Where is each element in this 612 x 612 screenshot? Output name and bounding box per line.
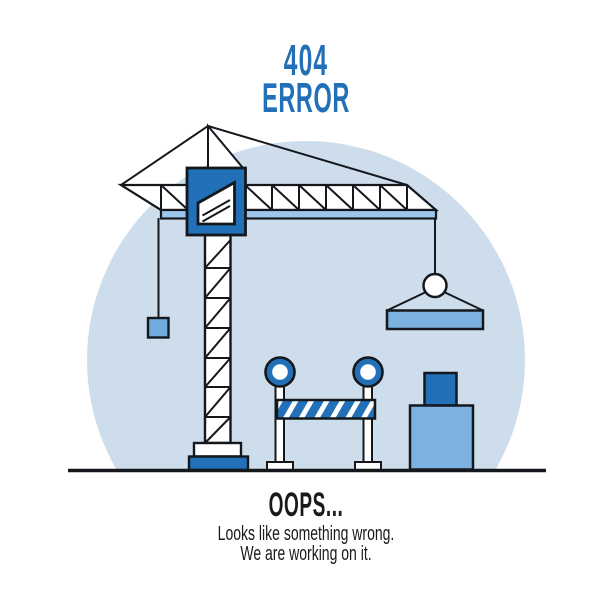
counterweight — [146, 218, 170, 339]
lifted-slab — [385, 309, 485, 331]
barrier-post-left — [274, 385, 285, 463]
hook-pulley — [422, 272, 448, 299]
error-label: ERROR — [262, 74, 350, 121]
crate-small — [423, 371, 458, 407]
oops-title: OOPS... — [268, 486, 344, 524]
crane-base — [187, 441, 250, 472]
warning-light-left — [264, 356, 296, 388]
error-code: 404 — [283, 36, 329, 85]
message-line-1: Looks like something wrong. — [217, 523, 395, 545]
crate-large — [408, 404, 475, 471]
crane-jib-bar — [159, 208, 438, 220]
crane-mast — [203, 233, 232, 445]
stacked-crates — [408, 371, 475, 471]
message-line-2: We are working on it. — [240, 543, 372, 565]
barrier-striped-bar — [275, 398, 377, 420]
barrier-post-right — [362, 385, 373, 463]
warning-light-right — [352, 356, 384, 388]
stay-cable-left — [120, 125, 209, 186]
crane-hook-and-slab — [385, 218, 485, 331]
traffic-barrier — [264, 356, 384, 471]
stay-cable-right — [207, 125, 408, 186]
crane-jib-truss — [117, 183, 439, 212]
crane-cab-window — [196, 180, 236, 226]
crane-top-pennant — [207, 123, 246, 169]
